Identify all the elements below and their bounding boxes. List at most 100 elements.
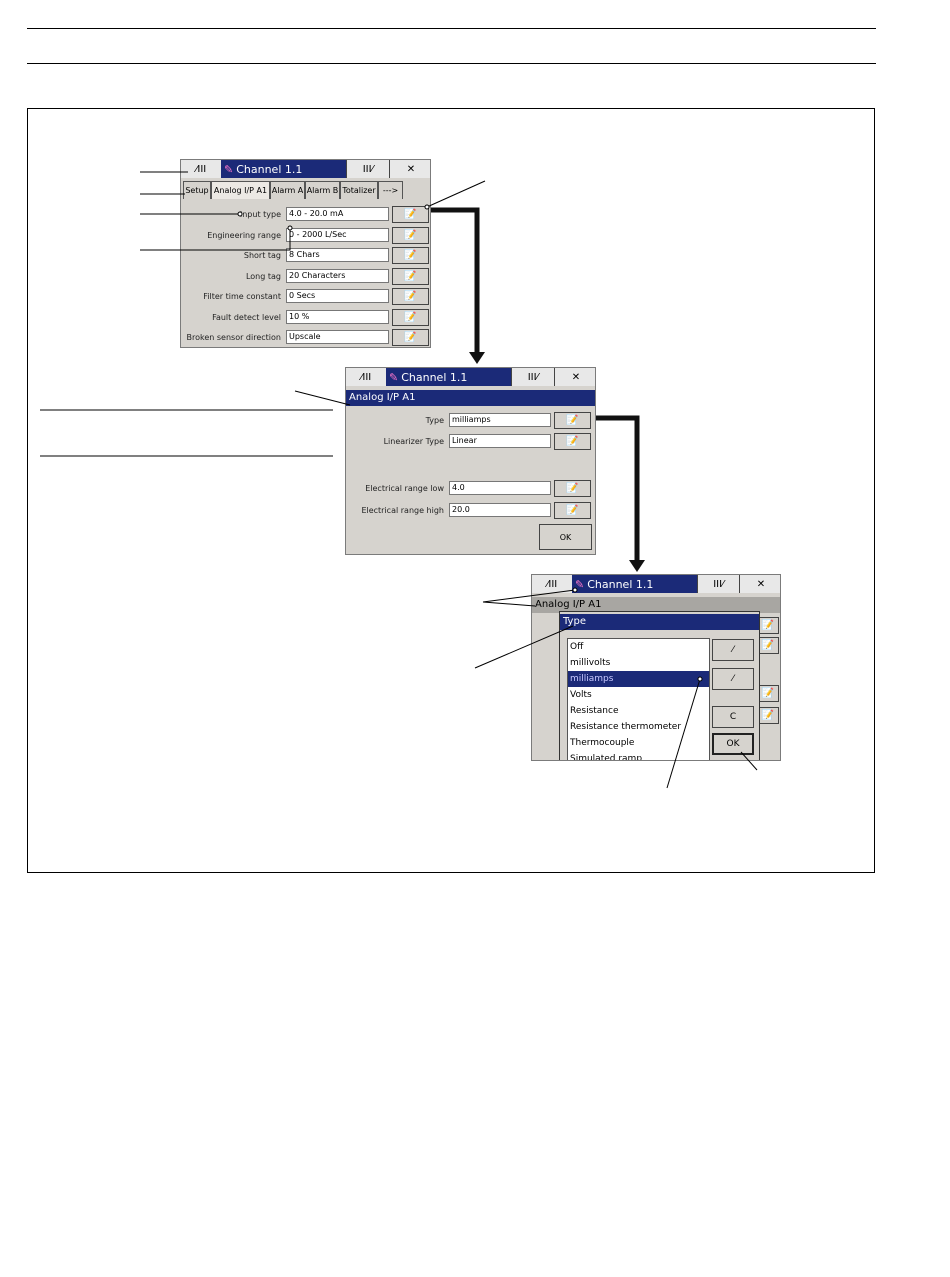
tab-totalizer[interactable]: Totalizer: [340, 181, 378, 199]
tab-alarm-a[interactable]: Alarm A: [270, 181, 305, 199]
flow-arrow-shaft: [431, 207, 480, 352]
edit-icon[interactable]: 📝: [554, 480, 591, 497]
short-tag-value[interactable]: 8 Chars: [286, 248, 389, 262]
engineering-range-value[interactable]: 0 - 2000 L/Sec: [286, 228, 389, 242]
field-label: Broken sensor direction: [186, 333, 282, 342]
edit-icon[interactable]: 📝: [392, 288, 429, 305]
callout-line: [474, 625, 574, 669]
broken-sensor-direction-value[interactable]: Upscale: [286, 330, 389, 344]
window-title-text: Channel 1.1: [587, 577, 654, 591]
edit-icon[interactable]: 📝: [392, 309, 429, 326]
window-title-text: Channel 1.1: [236, 162, 303, 176]
callout-dot: [424, 204, 430, 210]
row-input-type: Input type 4.0 - 20.0 mA 📝: [181, 205, 430, 225]
edit-icon[interactable]: 📝: [392, 206, 429, 223]
long-tag-value[interactable]: 20 Characters: [286, 269, 389, 283]
list-item[interactable]: Thermocouple: [570, 738, 635, 748]
channel-setup-window: ⁄III ✎ Channel 1.1 III⁄ ✕ Setup Analog I…: [180, 159, 431, 348]
field-label: Filter time constant: [203, 292, 281, 301]
analog-input-window: ⁄III ✎ Channel 1.1 III⁄ ✕ Analog I/P A1 …: [345, 367, 596, 555]
callout-dot: [287, 225, 293, 231]
list-item[interactable]: Simulated ramp: [570, 754, 643, 761]
callout-line: [294, 390, 351, 406]
cancel-button[interactable]: C: [712, 706, 754, 728]
prev-channel-button[interactable]: ⁄III: [346, 368, 386, 386]
row-electrical-range-high: Electrical range high 20.0 📝: [346, 501, 595, 521]
list-item[interactable]: Resistance thermometer: [570, 722, 682, 732]
list-item[interactable]: Resistance: [570, 706, 619, 716]
row-linearizer-type: Linearizer Type Linear 📝: [346, 432, 595, 452]
list-item[interactable]: Volts: [570, 690, 592, 700]
type-dialog: Type Off millivolts milliamps Volts Resi…: [559, 611, 760, 761]
next-channel-button[interactable]: III⁄: [346, 160, 389, 178]
electrical-range-low-value[interactable]: 4.0: [449, 481, 551, 495]
ok-button[interactable]: OK: [712, 733, 754, 755]
input-type-value[interactable]: 4.0 - 20.0 mA: [286, 207, 389, 221]
close-button[interactable]: ✕: [389, 160, 430, 178]
row-long-tag: Long tag 20 Characters 📝: [181, 267, 430, 287]
row-broken-sensor-direction: Broken sensor direction Upscale 📝: [181, 328, 430, 347]
edit-icon[interactable]: 📝: [392, 329, 429, 346]
callout-dot: [572, 587, 578, 593]
callout-line: [140, 228, 291, 251]
edit-icon[interactable]: 📝: [392, 227, 429, 244]
close-button[interactable]: ✕: [739, 575, 780, 593]
callout-line: [482, 601, 536, 607]
field-label: Short tag: [243, 251, 281, 260]
list-item[interactable]: millivolts: [570, 658, 611, 668]
next-channel-button[interactable]: III⁄: [697, 575, 739, 593]
list-item-selected[interactable]: milliamps: [568, 671, 709, 687]
close-button[interactable]: ✕: [554, 368, 595, 386]
row-engineering-range: Engineering range 0 - 2000 L/Sec 📝: [181, 226, 430, 246]
callout-dot: [697, 676, 703, 682]
type-value[interactable]: milliamps: [449, 413, 551, 427]
callout-line: [426, 180, 486, 208]
ok-button[interactable]: OK: [539, 524, 592, 550]
electrical-range-high-value[interactable]: 20.0: [449, 503, 551, 517]
field-label: Input type: [239, 210, 281, 219]
tab-analog-ip-a1[interactable]: Analog I/P A1: [211, 181, 270, 199]
field-label: Long tag: [245, 272, 281, 281]
title-bar: ⁄III ✎ Channel 1.1 III⁄ ✕: [181, 160, 430, 178]
type-options-list: Off millivolts milliamps Volts Resistanc…: [567, 638, 710, 761]
title-bar: ⁄III ✎ Channel 1.1 III⁄ ✕: [532, 575, 780, 593]
row-electrical-range-low: Electrical range low 4.0 📝: [346, 479, 595, 499]
callout-line: [482, 589, 576, 603]
row-type: Type milliamps 📝: [346, 411, 595, 431]
tab-alarm-b[interactable]: Alarm B: [305, 181, 340, 199]
second-rule: [27, 63, 876, 64]
edit-icon[interactable]: 📝: [554, 412, 591, 429]
next-channel-button[interactable]: III⁄: [511, 368, 554, 386]
list-item[interactable]: Off: [570, 642, 584, 652]
linearizer-type-value[interactable]: Linear: [449, 434, 551, 448]
field-label: Engineering range: [207, 231, 281, 240]
edit-icon[interactable]: 📝: [757, 685, 779, 702]
callout-dot: [237, 211, 243, 217]
flow-arrow-shaft: [596, 415, 640, 560]
edit-icon[interactable]: 📝: [554, 502, 591, 519]
title-bar: ⁄III ✎ Channel 1.1 III⁄ ✕: [346, 368, 595, 386]
tab-more[interactable]: --->: [378, 181, 403, 199]
scroll-up-button[interactable]: ⁄: [712, 639, 754, 661]
callout-line: [740, 751, 758, 771]
row-filter-time-constant: Filter time constant 0 Secs 📝: [181, 287, 430, 307]
edit-icon[interactable]: 📝: [392, 247, 429, 264]
filter-time-constant-value[interactable]: 0 Secs: [286, 289, 389, 303]
type-select-window: ⁄III ✎ Channel 1.1 III⁄ ✕ Analog I/P A1 …: [531, 574, 781, 761]
prev-channel-button[interactable]: ⁄III: [532, 575, 572, 593]
scroll-down-button[interactable]: ⁄: [712, 668, 754, 690]
fault-detect-level-value[interactable]: 10 %: [286, 310, 389, 324]
flow-arrow-head: [629, 560, 645, 572]
section-header: Analog I/P A1: [532, 597, 780, 613]
edit-icon[interactable]: 📝: [554, 433, 591, 450]
window-title: ✎ Channel 1.1: [572, 575, 697, 593]
edit-icon[interactable]: 📝: [392, 268, 429, 285]
pen-icon: ✎: [224, 162, 234, 176]
row-fault-detect-level: Fault detect level 10 % 📝: [181, 308, 430, 328]
flow-arrow-head: [469, 352, 485, 364]
prev-channel-button[interactable]: ⁄III: [181, 160, 221, 178]
tab-bar: Setup Analog I/P A1 Alarm A Alarm B Tota…: [181, 181, 430, 199]
tab-setup[interactable]: Setup: [183, 181, 211, 199]
field-label: Fault detect level: [212, 313, 281, 322]
